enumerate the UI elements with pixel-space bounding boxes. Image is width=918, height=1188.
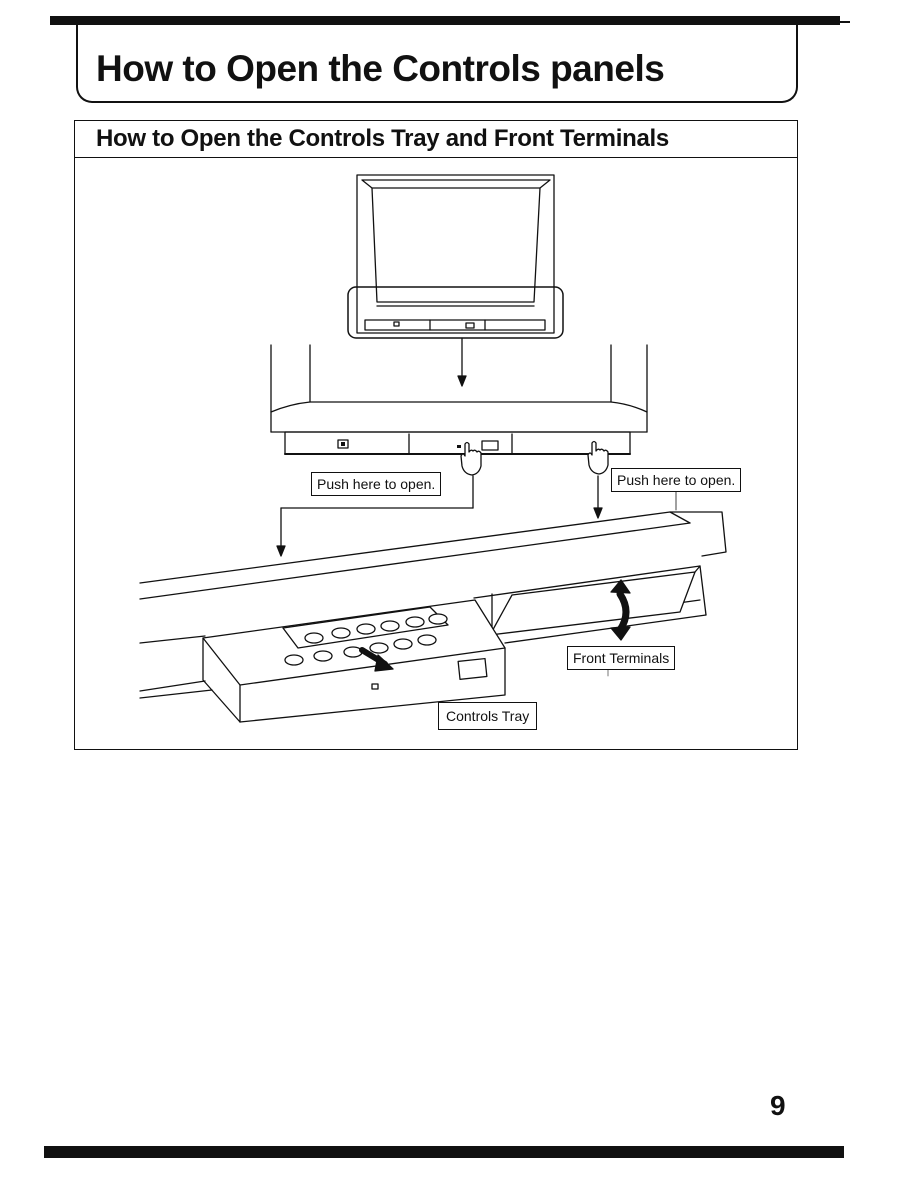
section-title: How to Open the Controls Tray and Front … (96, 125, 669, 152)
tray-button (313, 650, 333, 662)
hand-pointer-left-icon (460, 441, 482, 476)
tray-button (304, 632, 324, 644)
controls-tray-label: Controls Tray (438, 702, 538, 731)
tv-cabinet (356, 174, 555, 334)
tv-screen (371, 187, 541, 303)
leader-left (276, 475, 474, 557)
bottom-rule (44, 1146, 844, 1158)
sensor-window-icon (481, 440, 499, 451)
title-frame (76, 25, 798, 103)
tray-buttons (284, 613, 448, 666)
push-here-right-label: Push here to open. (611, 468, 742, 493)
pull-arrow-icon (359, 647, 394, 672)
hand-pointer-right-icon (587, 440, 609, 475)
tray-button (369, 642, 389, 654)
zoom-highlight (347, 286, 564, 339)
tray-button (417, 634, 437, 646)
tv-overview-panel (364, 319, 546, 331)
page-title: How to Open the Controls panels (96, 48, 665, 89)
tray-button (284, 654, 304, 666)
zoom-arrow (457, 337, 467, 387)
section-frame (74, 120, 798, 750)
tv-front-panel (284, 431, 631, 455)
top-rule-extension (800, 21, 850, 23)
tray-button (343, 646, 363, 658)
tv-enlarged-bottom (270, 344, 648, 455)
push-here-left-label: Push here to open. (311, 472, 442, 497)
front-terminals-label: Front Terminals (567, 646, 676, 671)
tray-window (457, 657, 488, 680)
tray-button (405, 616, 425, 628)
tv-overview (347, 174, 564, 339)
top-rule (50, 16, 840, 25)
front-terminals-door (489, 565, 701, 636)
tray-button (428, 613, 448, 625)
open-direction-arrow-icon (610, 579, 631, 641)
tray-button (331, 627, 351, 639)
page-number: 9 (770, 1090, 786, 1121)
leader-right (593, 475, 603, 519)
tray-button (393, 638, 413, 650)
power-indicator-icon (337, 439, 349, 449)
tray-button (380, 620, 400, 632)
tray-button (356, 623, 376, 635)
section-header-bar (74, 120, 798, 158)
